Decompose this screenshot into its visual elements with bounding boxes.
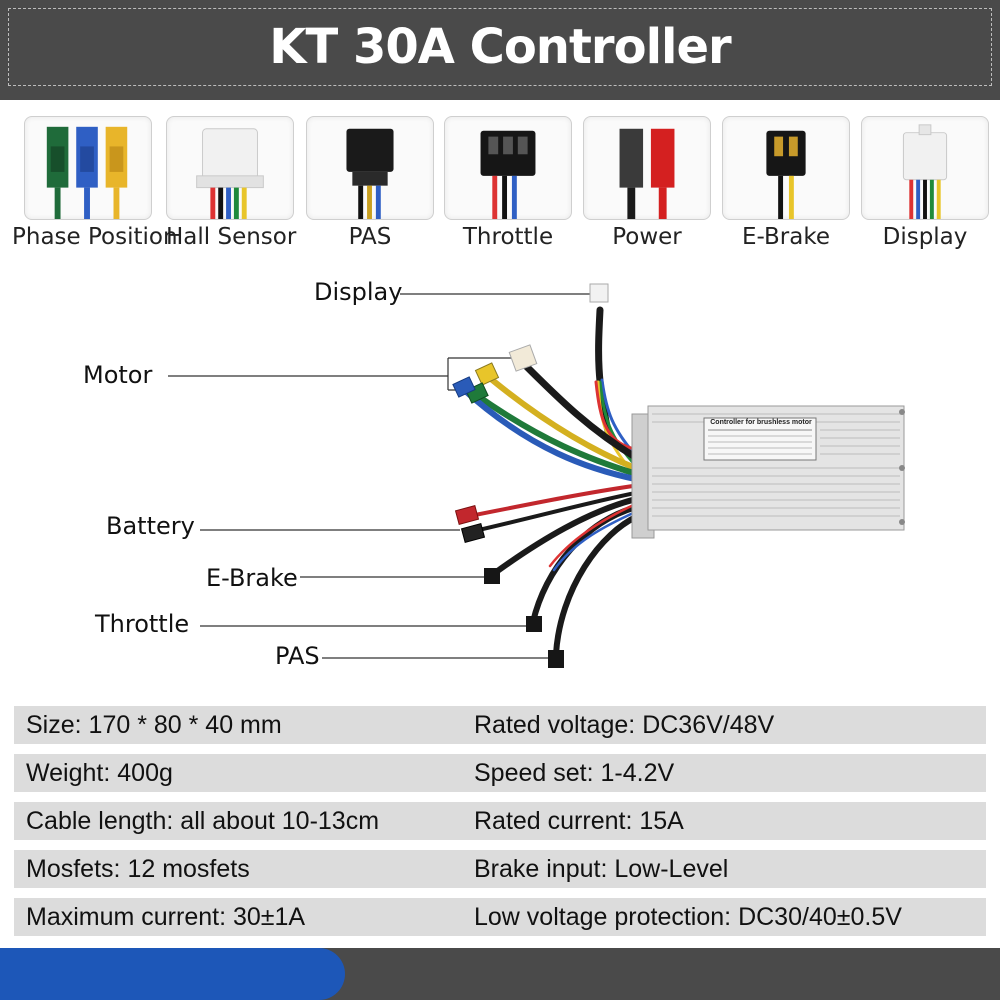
spec-right: Speed set: 1-4.2V (474, 759, 675, 787)
battery-red-plug (454, 505, 480, 525)
spec-row: Weight: 400g Speed set: 1-4.2V (14, 754, 986, 792)
footer-bar (0, 948, 1000, 1000)
connector-label: Power (612, 224, 682, 250)
battery-black-plug (460, 523, 486, 543)
display-connector-icon (861, 116, 989, 220)
spec-left: Weight: 400g (26, 759, 173, 787)
connector-label: PAS (348, 224, 392, 250)
spec-left: Size: 170 * 80 * 40 mm (26, 711, 282, 739)
connector-pas: PAS (306, 116, 434, 250)
footer-accent (0, 948, 345, 1000)
connector-throttle: Throttle (444, 116, 572, 250)
page-title: KT 30A Controller (269, 19, 731, 75)
label-display: Display (314, 278, 403, 306)
controller-unit (631, 405, 905, 539)
throttle-connector-icon (444, 116, 572, 220)
spec-right: Rated current: 15A (474, 807, 684, 835)
label-pas: PAS (275, 642, 320, 670)
spec-value: 15A (639, 807, 684, 835)
spec-left: Cable length: all about 10-13cm (26, 807, 380, 835)
spec-row: Maximum current: 30±1A Low voltage prote… (14, 898, 986, 936)
header-banner: KT 30A Controller (0, 0, 1000, 100)
spec-value: 170 * 80 * 40 mm (88, 711, 282, 739)
spec-key: Size (26, 711, 75, 739)
spec-value: all about 10-13cm (180, 807, 380, 835)
spec-key: Cable length (26, 807, 167, 835)
spec-value: 12 mosfets (127, 855, 250, 883)
connector-hall-sensor: Hall Sensor (166, 116, 297, 250)
spec-value: DC36V/48V (642, 711, 775, 739)
connector-label: Display (882, 224, 968, 250)
spec-right: Rated voltage: DC36V/48V (474, 711, 775, 739)
spec-key: Rated current (474, 807, 626, 835)
phase-yellow-plug (474, 362, 500, 386)
connector-label: E-Brake (742, 224, 830, 250)
spec-right: Low voltage protection: DC30/40±0.5V (474, 903, 902, 931)
phase-connector-icon (24, 116, 152, 220)
wiring-diagram: Controller for brushless motor Display M… (0, 270, 1000, 690)
pas-connector-icon (306, 116, 434, 220)
power-connector-icon (583, 116, 711, 220)
connector-gallery: Phase Position Hall Sensor (0, 116, 1000, 266)
label-throttle: Throttle (95, 610, 190, 638)
label-battery: Battery (106, 512, 195, 540)
throttle-plug (526, 616, 542, 632)
spec-left: Maximum current: 30±1A (26, 903, 306, 931)
connector-label: Throttle (462, 224, 554, 250)
hall-plug (508, 344, 538, 372)
spec-left: Mosfets: 12 mosfets (26, 855, 250, 883)
spec-key: Mosfets (26, 855, 114, 883)
spec-row: Mosfets: 12 mosfets Brake input: Low-Lev… (14, 850, 986, 888)
hall-connector-icon (166, 116, 294, 220)
spec-row: Cable length: all about 10-13cm Rated cu… (14, 802, 986, 840)
spec-key: Low voltage protection (474, 903, 725, 931)
connector-label: Hall Sensor (166, 224, 297, 250)
spec-key: Speed set (474, 759, 587, 787)
phase-blue-plug (452, 376, 476, 398)
pas-plug (548, 650, 564, 668)
connector-phase-position: Phase Position (12, 116, 178, 250)
spec-value: 30±1A (233, 903, 306, 931)
wiring-diagram-graphic (168, 283, 905, 668)
spec-key: Maximum current (26, 903, 220, 931)
spec-table: Size: 170 * 80 * 40 mm Rated voltage: DC… (14, 706, 986, 946)
spec-key: Rated voltage (474, 711, 629, 739)
connector-display: Display (861, 116, 989, 250)
spec-row: Size: 170 * 80 * 40 mm Rated voltage: DC… (14, 706, 986, 744)
spec-right: Brake input: Low-Level (474, 855, 729, 883)
header-frame: KT 30A Controller (8, 8, 992, 86)
connector-ebrake: E-Brake (722, 116, 850, 250)
connector-label: Phase Position (12, 224, 178, 250)
label-motor: Motor (83, 361, 153, 389)
controller-sticker-title: Controller for brushless motor (710, 419, 812, 426)
spec-key: Brake input (474, 855, 601, 883)
ebrake-plug (484, 568, 500, 584)
label-ebrake: E-Brake (206, 564, 298, 592)
spec-value: Low-Level (614, 855, 729, 883)
connector-power: Power (583, 116, 711, 250)
spec-value: 400g (117, 759, 173, 787)
spec-value: DC30/40±0.5V (738, 903, 902, 931)
display-plug (589, 283, 609, 303)
spec-value: 1-4.2V (600, 759, 675, 787)
ebrake-connector-icon (722, 116, 850, 220)
spec-key: Weight (26, 759, 104, 787)
